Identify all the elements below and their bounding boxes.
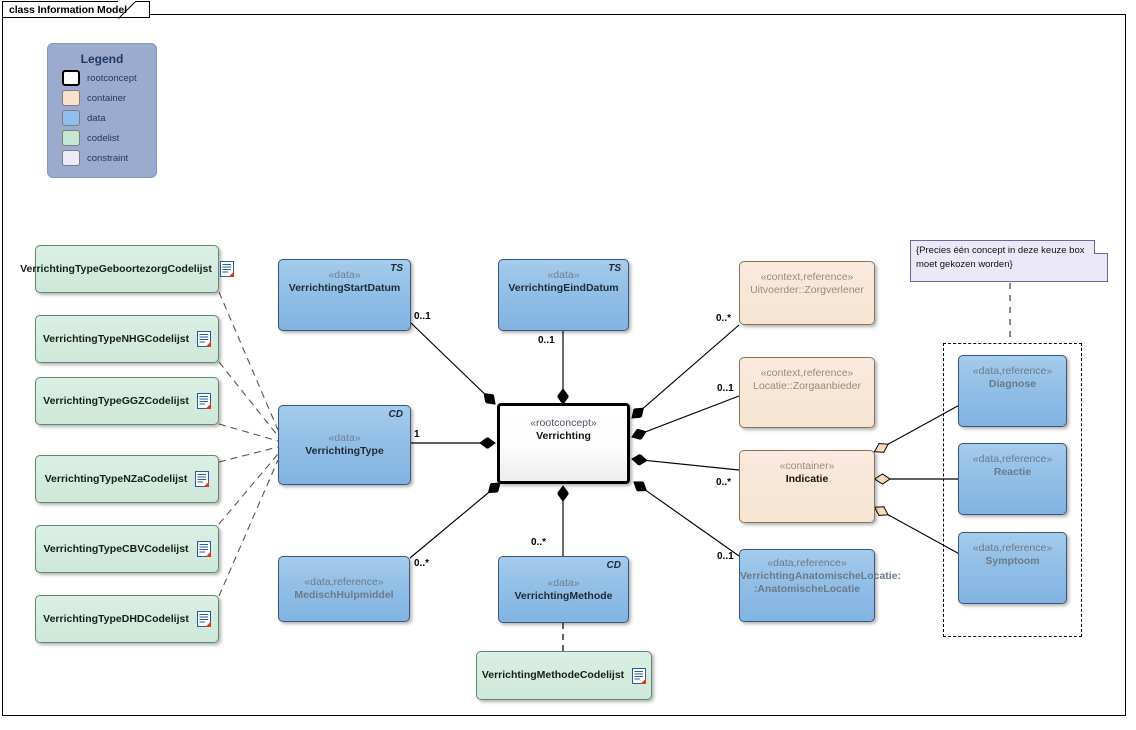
codelist-label: VerrichtingTypeNHGCodelijst	[42, 332, 190, 345]
multiplicity-anatomische-locatie: 0..1	[717, 551, 734, 562]
multiplicity-locatie: 0..1	[717, 383, 734, 394]
constraint-note: {Precies één concept in deze keuze box m…	[910, 240, 1108, 282]
class-name-line2: :AnatomischeLocatie	[753, 583, 861, 595]
codelist-document-icon	[632, 667, 647, 684]
class-name: Diagnose	[988, 378, 1037, 390]
stereotype: «container»	[779, 460, 835, 472]
class-name: Uitvoerder::Zorgverlener	[750, 284, 864, 296]
node-codelist-nza[interactable]: VerrichtingTypeNZaCodelijst	[35, 455, 219, 503]
stereotype: «data,reference»	[767, 557, 847, 569]
codelist-document-icon	[195, 471, 210, 487]
frame-tab-corner-icon	[118, 1, 136, 19]
multiplicity-verrichting-type: 1	[414, 429, 420, 440]
node-verrichting-start-datum[interactable]: TS «data» VerrichtingStartDatum	[278, 259, 411, 331]
legend-title: Legend	[80, 52, 124, 66]
legend-swatch-constraint	[62, 150, 80, 166]
codelist-document-icon	[196, 541, 211, 557]
class-name: Locatie::Zorgaanbieder	[753, 380, 861, 392]
legend-label-codelist: codelist	[87, 132, 120, 144]
codelist-document-icon	[197, 331, 212, 347]
legend-label-constraint: constraint	[87, 152, 129, 164]
node-verrichting-methode[interactable]: CD «data» VerrichtingMethode	[498, 556, 629, 623]
multiplicity-verrichting-methode: 0..*	[531, 537, 547, 548]
choice-group-boundary	[943, 343, 1082, 637]
legend-swatch-data	[62, 110, 80, 126]
note-body	[910, 240, 1108, 282]
class-name: MedischHulpmiddel	[294, 589, 394, 601]
node-indicatie[interactable]: «container» Indicatie	[739, 450, 875, 523]
node-locatie-zorgaanbieder[interactable]: «context,reference» Locatie::Zorgaanbied…	[739, 357, 875, 428]
node-codelist-nhg[interactable]: VerrichtingTypeNHGCodelijst	[35, 315, 219, 363]
legend-item-constraint: constraint	[62, 150, 156, 166]
legend-item-codelist: codelist	[62, 130, 156, 146]
node-symptoom[interactable]: «data,reference» Symptoom	[958, 532, 1067, 604]
node-reactie[interactable]: «data,reference» Reactie	[958, 443, 1067, 515]
codelist-label: VerrichtingTypeCBVCodelijst	[43, 542, 189, 555]
stereotype: «rootconcept»	[530, 417, 597, 429]
class-name: VerrichtingMethode	[514, 589, 613, 602]
node-verrichting-methode-codelijst[interactable]: VerrichtingMethodeCodelijst	[476, 651, 652, 700]
note-text: {Precies één concept in deze keuze box m…	[916, 245, 1085, 270]
node-codelist-cbv[interactable]: VerrichtingTypeCBVCodelijst	[35, 525, 219, 573]
node-uitvoerder-zorgverlener[interactable]: «context,reference» Uitvoerder::Zorgverl…	[739, 261, 875, 325]
codelist-document-icon	[219, 261, 234, 277]
node-codelist-geboortezorg[interactable]: VerrichtingTypeGeboortezorgCodelijst	[20, 245, 234, 293]
type-tag: TS	[608, 263, 621, 274]
stereotype: «data,reference»	[304, 576, 384, 588]
class-name: VerrichtingEindDatum	[508, 282, 619, 294]
stereotype: «context,reference»	[760, 271, 854, 283]
stereotype: «data»	[328, 432, 361, 444]
type-tag: CD	[606, 560, 621, 571]
class-name: Indicatie	[785, 473, 829, 485]
codelist-document-icon	[196, 611, 211, 627]
node-verrichting-anatomische-locatie[interactable]: «data,reference» VerrichtingAnatomischeL…	[739, 549, 902, 622]
note-fold-corner	[1094, 240, 1108, 254]
legend-item-data: data	[62, 110, 156, 126]
node-codelist-dhd[interactable]: VerrichtingTypeDHDCodelijst	[35, 595, 219, 643]
class-name: VerrichtingType	[305, 445, 384, 457]
class-name: VerrichtingStartDatum	[288, 282, 401, 294]
multiplicity-start-datum: 0..1	[414, 311, 431, 322]
legend-label-data: data	[87, 112, 106, 124]
stereotype: «data»	[547, 269, 580, 281]
node-verrichting-type[interactable]: CD «data» VerrichtingType	[278, 405, 411, 485]
multiplicity-eind-datum: 0..1	[538, 335, 555, 346]
class-name: Symptoom	[985, 555, 1040, 567]
legend-item-rootconcept: rootconcept	[62, 70, 156, 86]
node-verrichting-rootconcept[interactable]: «rootconcept» Verrichting	[497, 403, 630, 484]
diagram-frame-title: class Information Model	[2, 1, 150, 18]
class-name: Reactie	[993, 466, 1032, 478]
stereotype: «data»	[547, 576, 580, 589]
stereotype: «context,reference»	[760, 367, 854, 379]
stereotype: «data,reference»	[972, 542, 1053, 554]
class-name: Verrichting	[536, 430, 591, 442]
node-medisch-hulpmiddel[interactable]: «data,reference» MedischHulpmiddel	[278, 556, 410, 622]
legend-panel: Legend rootconcept container data codeli…	[47, 43, 157, 178]
legend-swatch-rootconcept	[62, 70, 80, 86]
class-name-line1: VerrichtingAnatomischeLocatie:	[740, 570, 902, 582]
node-verrichting-eind-datum[interactable]: TS «data» VerrichtingEindDatum	[498, 259, 629, 331]
legend-swatch-codelist	[62, 130, 80, 146]
multiplicity-uitvoerder: 0..*	[716, 313, 732, 324]
node-codelist-ggz[interactable]: VerrichtingTypeGGZCodelijst	[35, 377, 219, 425]
multiplicity-indicatie: 0..*	[716, 477, 732, 488]
stereotype: «data,reference»	[972, 365, 1053, 377]
codelist-label: VerrichtingTypeGGZCodelijst	[43, 394, 189, 407]
codelist-label: VerrichtingMethodeCodelijst	[481, 669, 625, 681]
type-tag: TS	[390, 263, 403, 274]
legend-item-container: container	[62, 90, 156, 106]
codelist-label: VerrichtingTypeNZaCodelijst	[44, 472, 188, 485]
legend-label-container: container	[87, 92, 127, 104]
type-tag: CD	[388, 409, 403, 420]
codelist-label: VerrichtingTypeGeboortezorgCodelijst	[20, 262, 212, 275]
stereotype: «data,reference»	[972, 453, 1053, 465]
stereotype: «data»	[328, 269, 361, 281]
legend-swatch-container	[62, 90, 80, 106]
codelist-label: VerrichtingTypeDHDCodelijst	[43, 612, 189, 625]
multiplicity-medisch-hulpmiddel: 0..*	[414, 558, 430, 569]
legend-label-rootconcept: rootconcept	[87, 72, 137, 84]
node-diagnose[interactable]: «data,reference» Diagnose	[958, 355, 1067, 427]
codelist-document-icon	[196, 393, 211, 409]
